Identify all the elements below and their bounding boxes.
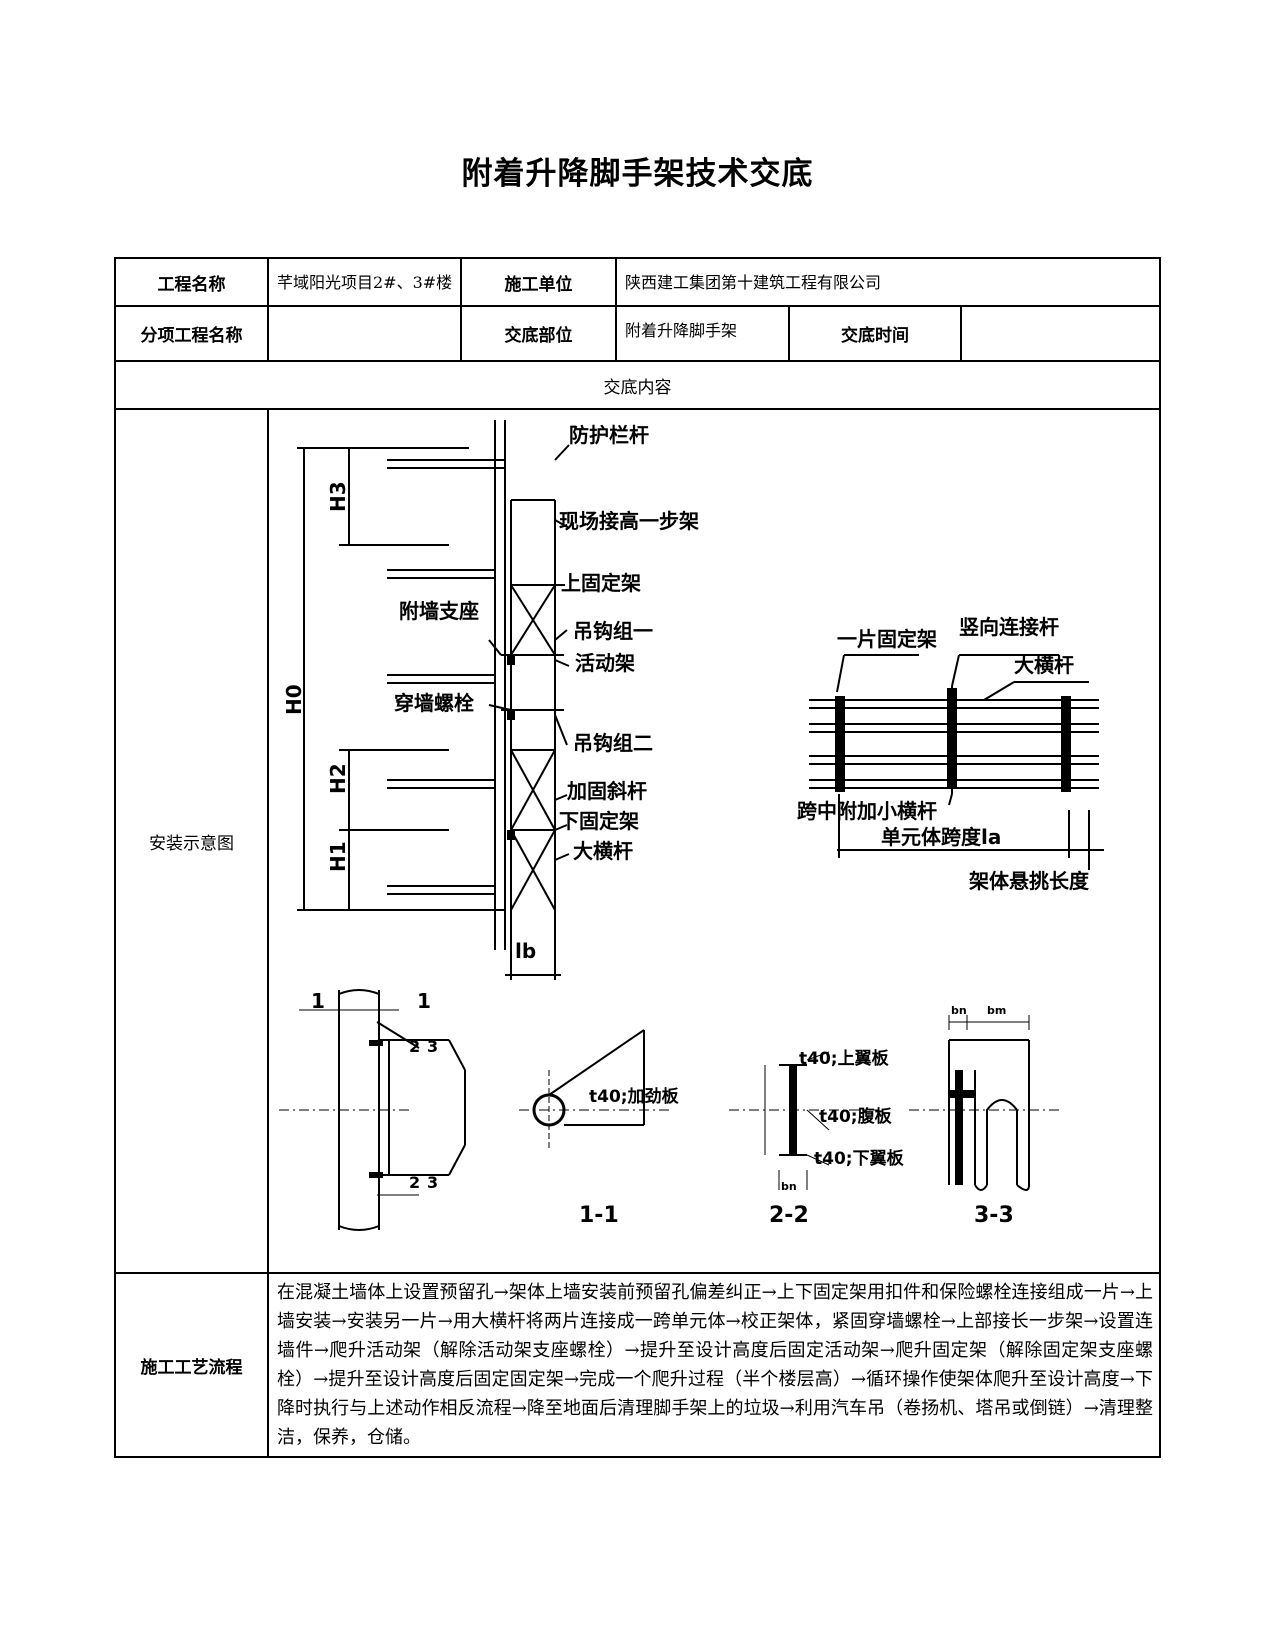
contractor-label: 施工单位 bbox=[460, 257, 617, 307]
label-h3: H3 bbox=[326, 481, 350, 512]
label-t40-top: t40;上翼板 bbox=[799, 1048, 890, 1069]
label-guard-rail: 防护栏杆 bbox=[569, 423, 649, 447]
label-ledger-right: 大横杆 bbox=[1014, 653, 1074, 677]
sub-project-label: 分项工程名称 bbox=[114, 305, 269, 362]
label-ledger-left: 大横杆 bbox=[573, 839, 633, 863]
document-title: 附着升降脚手架技术交底 bbox=[461, 156, 814, 192]
label-weld-3a: 3 bbox=[427, 1037, 438, 1056]
label-upper-fixed: 上固定架 bbox=[561, 571, 641, 595]
diagram-row-label: 安装示意图 bbox=[114, 408, 269, 1274]
label-t40-rib: t40;加劲板 bbox=[589, 1086, 680, 1107]
label-dim-bm: bm bbox=[987, 1004, 1006, 1017]
time-label: 交底时间 bbox=[788, 305, 962, 362]
label-h1: H1 bbox=[326, 841, 350, 872]
sub-project-value bbox=[267, 305, 462, 362]
label-one-fixed-frame: 一片固定架 bbox=[837, 627, 937, 651]
label-dim-bn2: bn bbox=[951, 1004, 967, 1017]
label-movable-frame: 活动架 bbox=[575, 651, 635, 675]
label-reinforce-brace: 加固斜杆 bbox=[566, 779, 647, 803]
label-sec1-mark-b: 1 bbox=[417, 989, 431, 1013]
label-sec-2-2: 2-2 bbox=[769, 1203, 809, 1228]
label-hook-group-2: 吊钩组二 bbox=[573, 731, 653, 755]
installation-diagram: 防护栏杆 现场接高一步架 上固定架 附墙支座 吊钩组一 活动架 穿墙螺栓 吊钩组… bbox=[279, 420, 1104, 1231]
content-header: 交底内容 bbox=[114, 360, 1161, 410]
part-value: 附着升降脚手架 bbox=[615, 305, 790, 362]
label-site-extend: 现场接高一步架 bbox=[559, 509, 699, 533]
label-cantilever: 架体悬挑长度 bbox=[969, 869, 1090, 893]
label-t40-web: t40;腹板 bbox=[819, 1106, 893, 1127]
process-text: 在混凝土墙体上设置预留孔→架体上墙安装前预留孔偏差纠正→上下固定架用扣件和保险螺… bbox=[267, 1272, 1161, 1458]
label-wall-support: 附墙支座 bbox=[399, 599, 479, 623]
label-lb: lb bbox=[515, 939, 536, 963]
label-weld-2a: 2 bbox=[409, 1037, 420, 1056]
label-hook-group-1: 吊钩组一 bbox=[573, 619, 653, 643]
disclosure-form: 工程名称 芊域阳光项目2#、3#楼 施工单位 陕西建工集团第十建筑工程有限公司 … bbox=[114, 257, 1161, 1458]
label-weld-3b: 3 bbox=[427, 1173, 438, 1192]
label-h0: H0 bbox=[282, 684, 306, 715]
label-sec-1-1: 1-1 bbox=[579, 1203, 619, 1228]
label-vertical-connector: 竖向连接杆 bbox=[959, 615, 1059, 639]
label-through-bolt: 穿墙螺栓 bbox=[394, 691, 474, 715]
project-name-label: 工程名称 bbox=[114, 257, 269, 307]
time-value bbox=[960, 305, 1161, 362]
part-label: 交底部位 bbox=[460, 305, 617, 362]
label-h2: H2 bbox=[326, 763, 350, 794]
contractor-value: 陕西建工集团第十建筑工程有限公司 bbox=[615, 257, 1161, 307]
process-row-label: 施工工艺流程 bbox=[114, 1272, 269, 1458]
label-weld-2b: 2 bbox=[409, 1173, 420, 1192]
label-sec1-mark-a: 1 bbox=[311, 989, 325, 1013]
diagram-cell: 防护栏杆 现场接高一步架 上固定架 附墙支座 吊钩组一 活动架 穿墙螺栓 吊钩组… bbox=[267, 408, 1161, 1274]
label-sec-3-3: 3-3 bbox=[974, 1203, 1014, 1228]
label-t40-bottom: t40;下翼板 bbox=[814, 1148, 905, 1169]
label-lower-fixed: 下固定架 bbox=[559, 809, 639, 833]
label-mid-span-bar: 跨中附加小横杆 bbox=[797, 799, 937, 823]
project-name-value: 芊域阳光项目2#、3#楼 bbox=[267, 257, 462, 307]
label-dim-bn1: bn bbox=[781, 1180, 797, 1193]
label-unit-span: 单元体跨度la bbox=[881, 825, 1001, 849]
